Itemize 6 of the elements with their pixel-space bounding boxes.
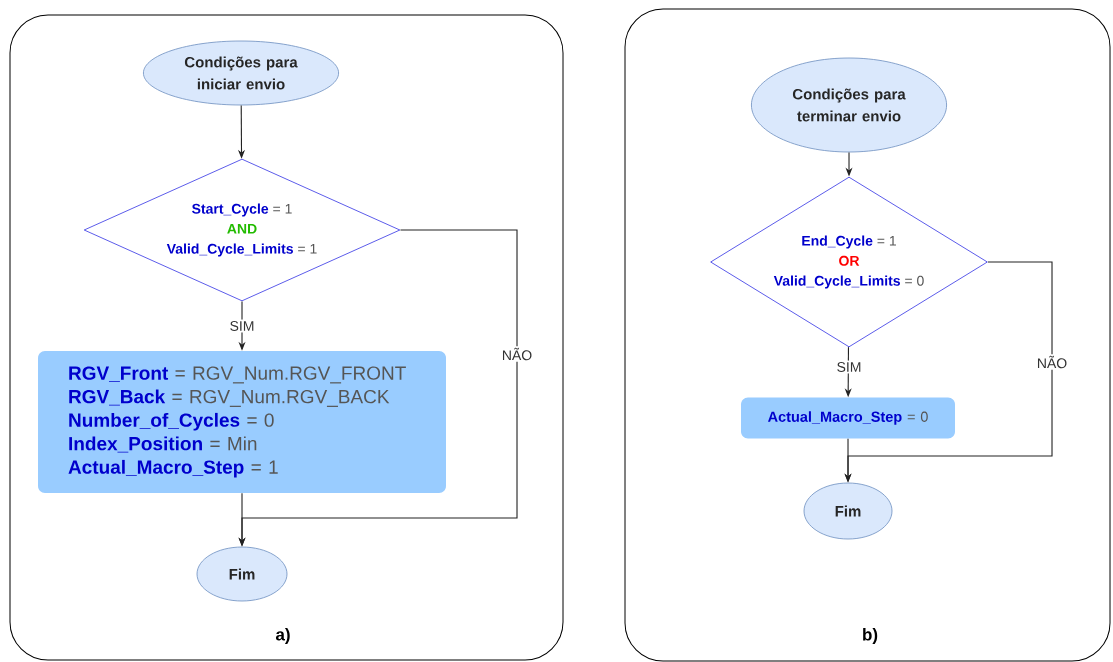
edge-label: NÃO [1035,354,1069,370]
process-box: Actual_Macro_Step = 0 [741,397,955,439]
edge-label: SIM [228,319,256,333]
edge-label: SIM [835,360,863,374]
edge-label: NÃO [500,346,534,362]
process-box: RGV_Front = RGV_Num.RGV_FRONT RGV_Back = RGV_Num.RGV_BACK Number_of_Cycles = 0 Index_Position = Min Actual_Macro_Step = 1 [38,351,446,493]
